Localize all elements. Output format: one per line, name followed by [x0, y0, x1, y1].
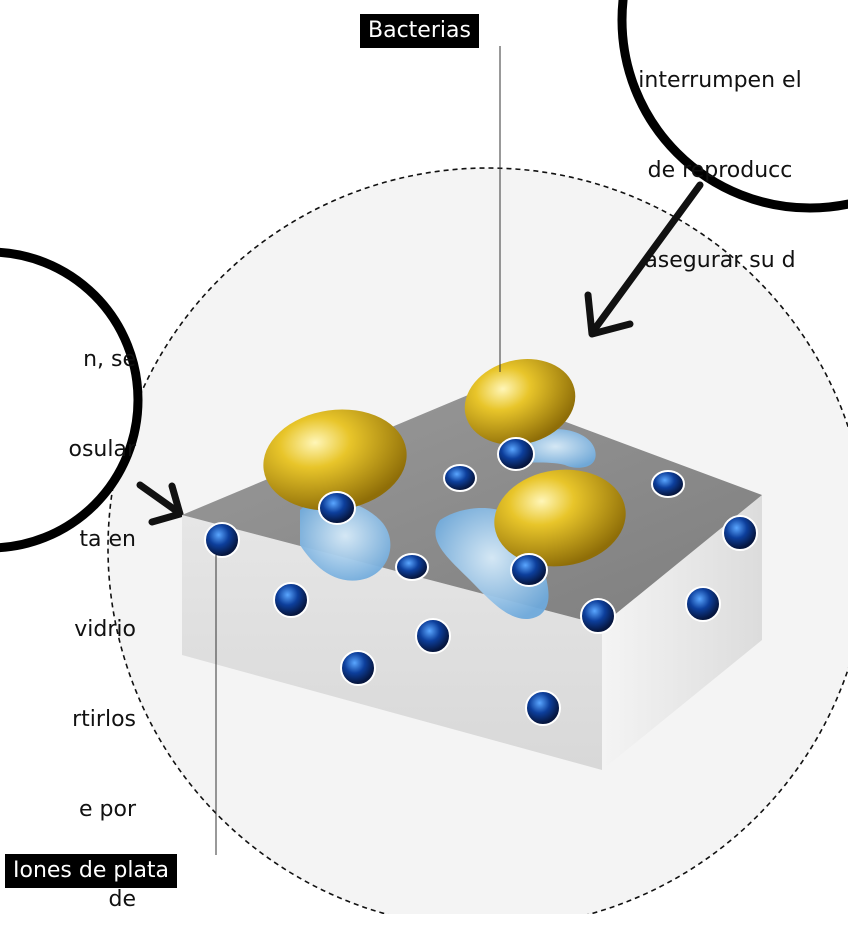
silver-ions	[204, 437, 758, 726]
silver-ion	[318, 491, 356, 525]
left-arrow-head	[148, 482, 184, 526]
right-arrow-head	[584, 291, 634, 338]
silver-ion-surface-diagram	[0, 0, 848, 914]
left-callout-line: vidrio	[74, 617, 136, 642]
surface-left-face	[182, 515, 602, 770]
silver-ion	[722, 515, 758, 551]
left-callout-line: de	[108, 887, 137, 912]
silver-ion	[273, 582, 309, 618]
silver-ion	[443, 464, 477, 492]
left-callout-circle	[0, 247, 143, 553]
bacterium-3	[494, 469, 626, 567]
silver-ion	[525, 690, 561, 726]
bacteria-label: Bacterias	[360, 14, 479, 48]
silver-ions-label: Iones de plata	[5, 854, 178, 888]
right-callout-arrow	[590, 181, 704, 334]
right-callout-text: interrumpen el de reproducc asegurar su …	[592, 6, 848, 306]
right-callout-line: de reproducc	[647, 158, 793, 183]
fluid-puddle-1	[300, 499, 391, 581]
silver-ion	[651, 470, 685, 498]
silver-ion	[497, 437, 535, 471]
left-callout-arrow	[136, 481, 182, 516]
silver-ion	[685, 586, 721, 622]
silver-ion	[204, 522, 240, 558]
surface-top-face	[182, 390, 762, 625]
silver-ion	[340, 650, 376, 686]
left-callout-line: e por	[79, 797, 136, 822]
left-callout-line: osular	[68, 437, 136, 462]
left-callout-text: n, se osular ta en vidrio rtirlos e por …	[0, 285, 136, 945]
silver-ion	[395, 553, 429, 581]
left-callout-line: n, se	[83, 347, 136, 372]
silver-ion	[580, 598, 616, 634]
right-callout-circle	[617, 0, 848, 213]
bacterium-2	[464, 359, 576, 445]
silver-ion	[415, 618, 451, 654]
left-callout-line: rtirlos	[72, 707, 136, 732]
surface-right-face	[602, 495, 762, 770]
right-callout-line: asegurar su d	[644, 248, 796, 273]
silver-ion	[510, 553, 548, 587]
left-callout-line: ta en	[79, 527, 136, 552]
right-callout-line: interrumpen el	[638, 68, 802, 93]
bacterium-1	[263, 409, 407, 511]
